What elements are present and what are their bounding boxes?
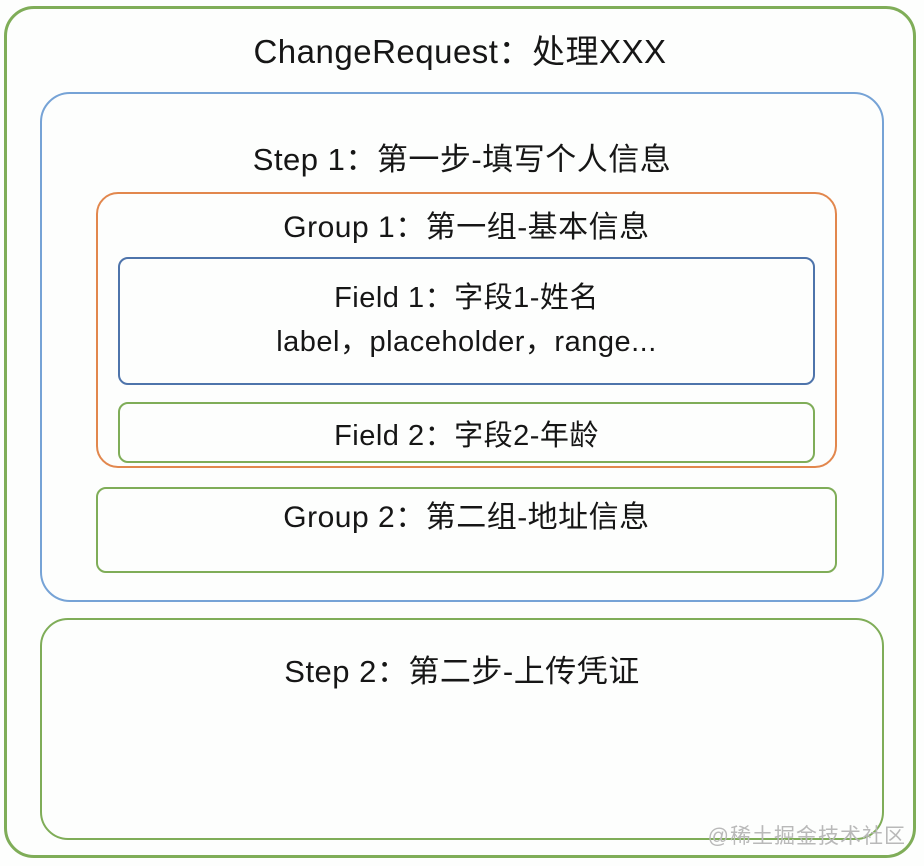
field2-box: Field 2：字段2-年龄 [118,402,815,463]
group2-title: Group 2：第二组-地址信息 [283,501,650,534]
field1-properties: label，placeholder，range... [276,325,657,358]
field1-title: Field 1：字段1-姓名 [334,282,599,314]
watermark: @稀土掘金技术社区 [707,825,906,848]
change-request-title: ChangeRequest：处理XXX [253,33,667,70]
change-request-box: ChangeRequest：处理XXX [4,6,916,858]
field1-box: Field 1：字段1-姓名 label，placeholder，range..… [118,257,815,385]
step2-box: Step 2：第二步-上传凭证 [40,618,884,840]
group1-box: Group 1：第一组-基本信息 [96,192,837,468]
step1-title: Step 1：第一步-填写个人信息 [252,142,672,177]
step1-box: Step 1：第一步-填写个人信息 [40,92,884,602]
field2-title: Field 2：字段2-年龄 [334,420,599,452]
group1-title: Group 1：第一组-基本信息 [283,211,650,244]
step2-title: Step 2：第二步-上传凭证 [284,654,640,689]
group2-box: Group 2：第二组-地址信息 [96,487,837,573]
